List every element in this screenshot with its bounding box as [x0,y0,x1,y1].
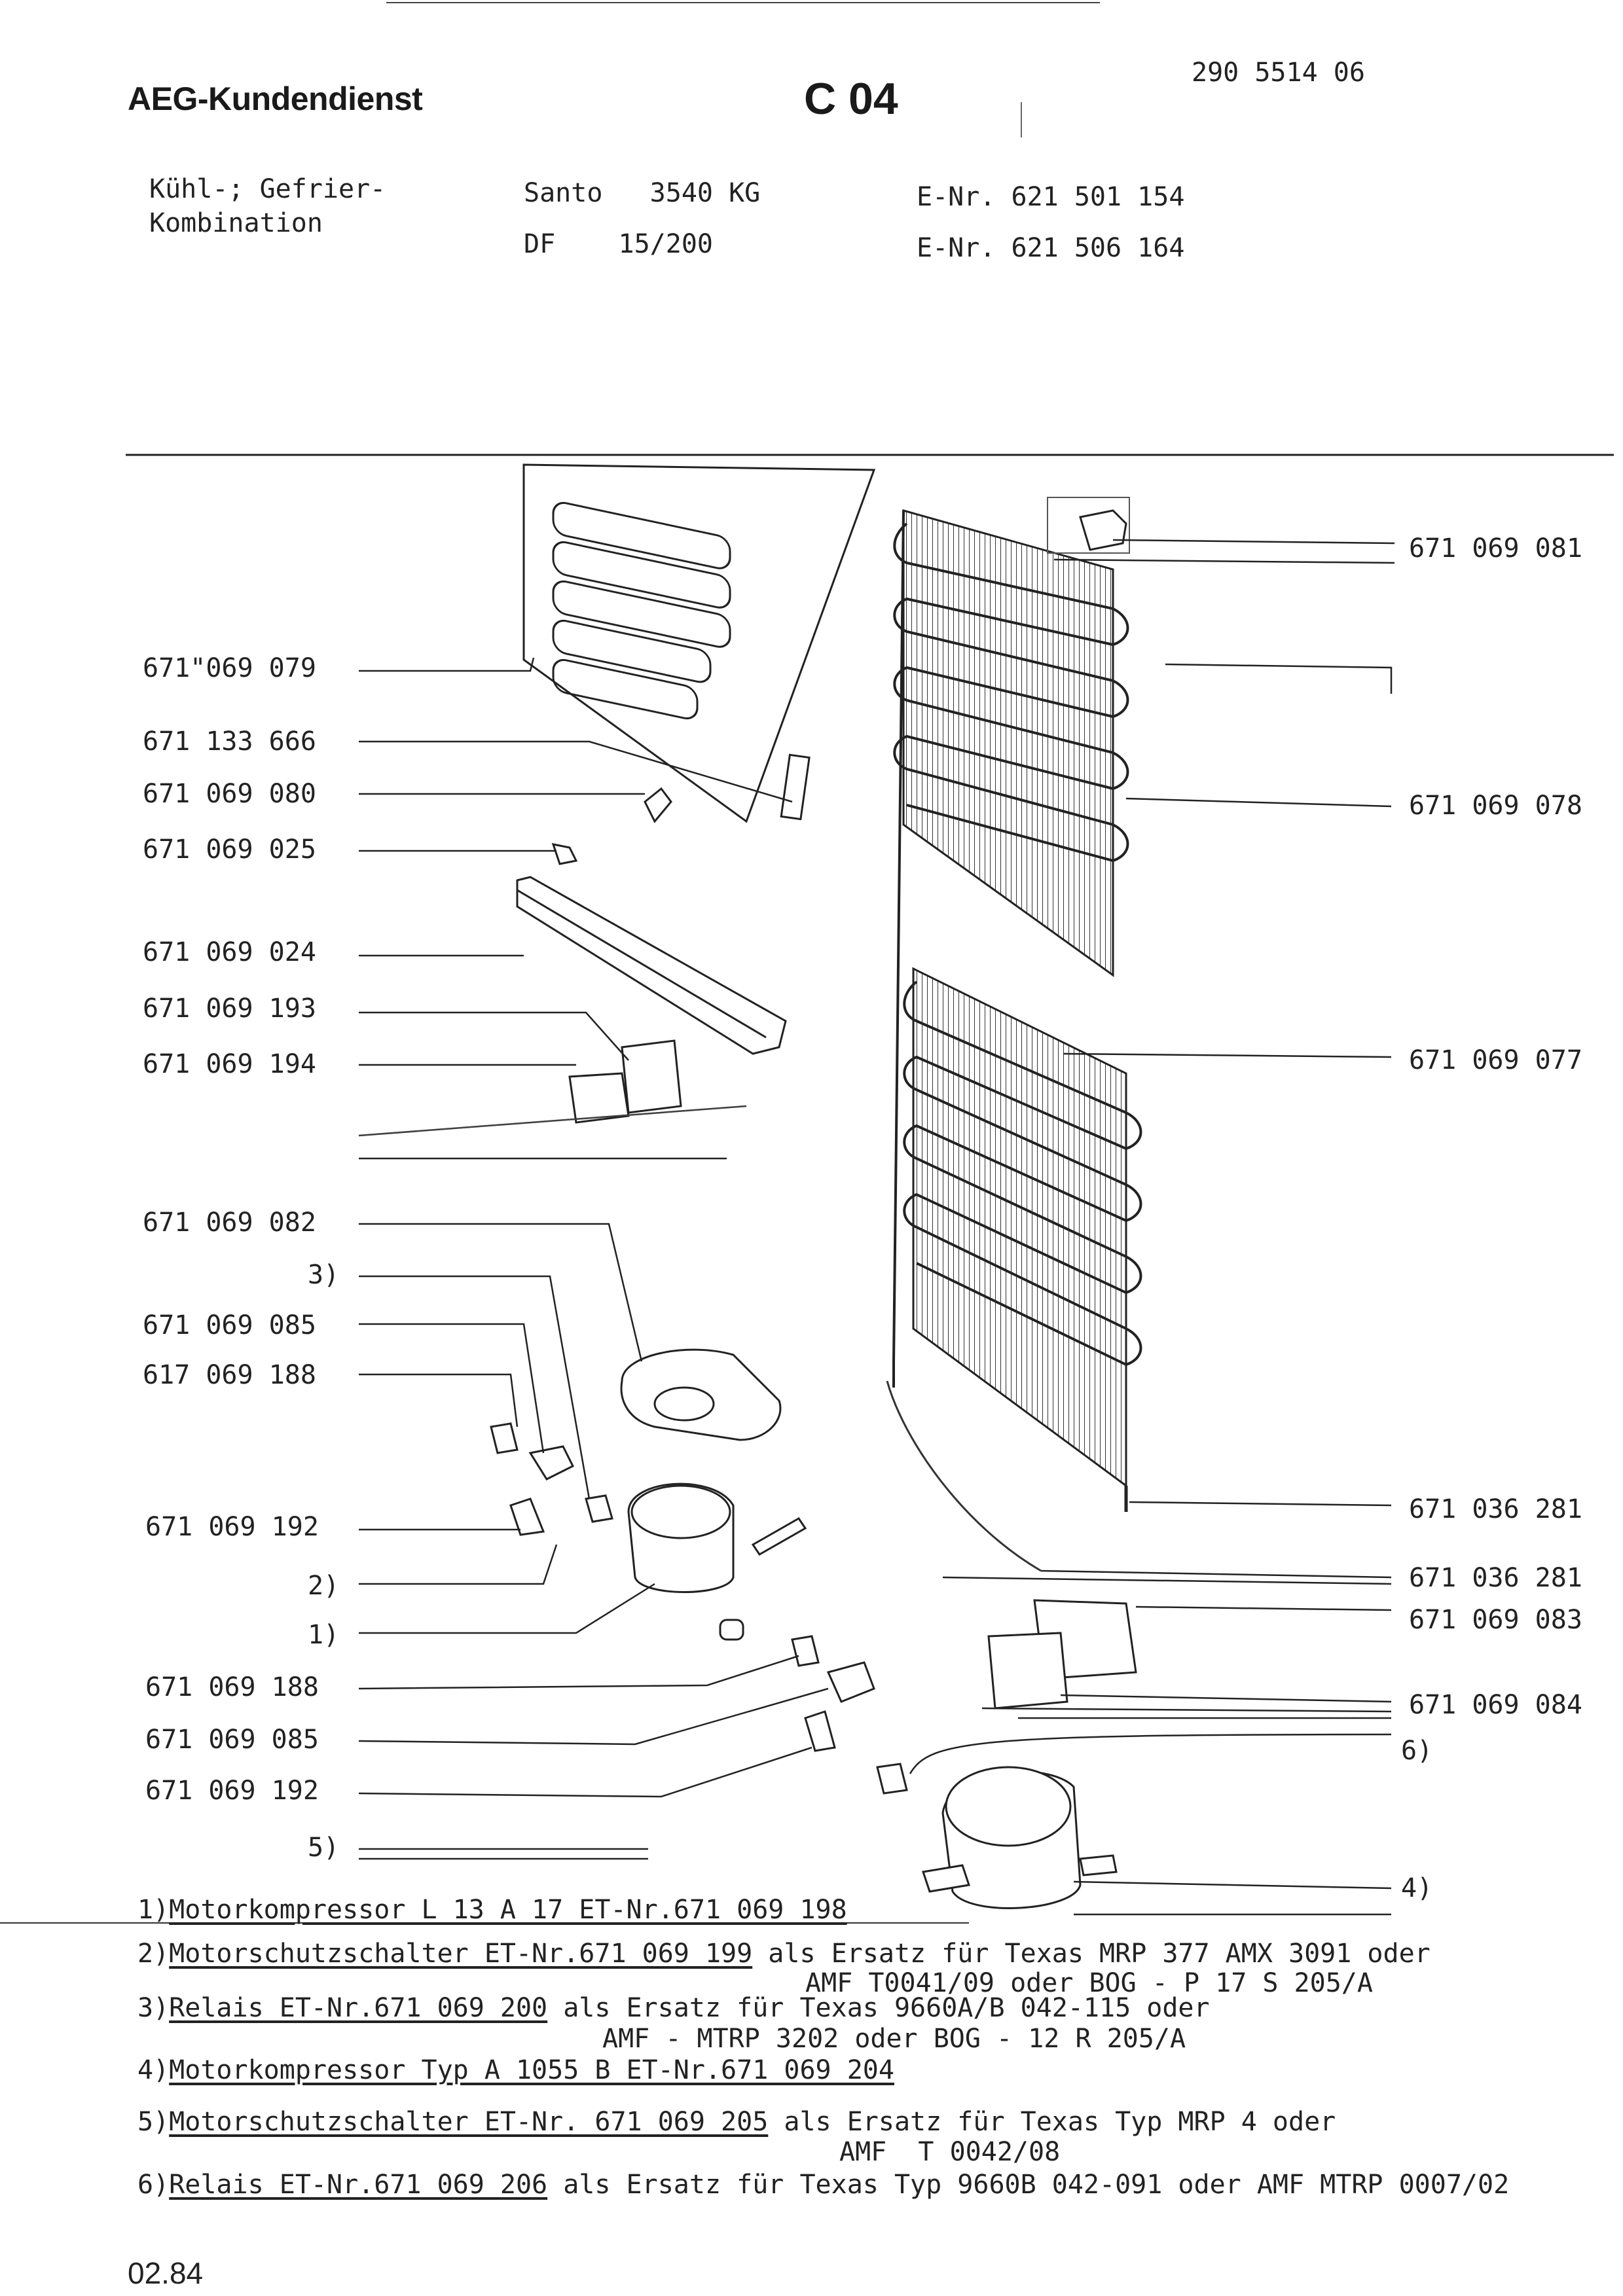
part-protector-a [509,1498,545,1536]
enr-line2: E-Nr. 621 506 164 [917,233,1185,263]
label-right-6: 671 069 084 [1409,1690,1582,1720]
label-right-2: 671 069 077 [1409,1045,1582,1075]
part-grommet-b [876,1763,908,1795]
label-right-5: 671 069 083 [1409,1605,1582,1635]
part-protector-b [804,1710,836,1752]
label-left-1: 671 133 666 [143,726,316,757]
label-left-13: 1) [308,1620,340,1650]
drip-tray [516,876,787,1055]
part-relay-a [528,1445,575,1480]
label-left-4: 671 069 024 [143,937,316,967]
condenser-coil-upper [893,509,1129,977]
compressor-2 [922,1766,1118,1909]
sheet-code: C 04 [804,74,898,124]
document-number: 290 5514 06 [1192,58,1365,88]
evaporator-plate [522,463,876,823]
label-left-15: 671 069 085 [145,1725,319,1755]
label-left-7: 671 069 082 [143,1208,316,1238]
label-left-0: 671"069 079 [143,653,316,683]
model-line1: Santo 3540 KG [524,178,761,208]
part-relay-clip-a [490,1422,519,1454]
product-type-line1: Kühl-; Gefrier- [149,174,386,204]
part-pin [551,843,578,865]
label-left-12: 2) [308,1571,340,1601]
note-3-continued: AMF - MTRP 3202 oder BOG - 12 R 205/A [602,2024,1186,2054]
leader-lines-right [909,539,1395,1916]
label-left-17: 5) [308,1833,340,1863]
label-right-7: 6) [1401,1736,1433,1766]
label-right-3: 671 036 281 [1409,1494,1582,1524]
part-relay-b [826,1661,875,1703]
part-cover [568,1072,630,1124]
part-bracket [621,1039,682,1114]
print-date: 02.84 [128,2256,204,2290]
part-bolt [644,787,672,823]
label-left-16: 671 069 192 [145,1776,319,1806]
label-right-4: 671 036 281 [1409,1563,1582,1593]
model-line2: DF 15/200 [524,229,713,259]
part-grommet-a [585,1494,613,1523]
label-right-0: 671 069 081 [1409,533,1582,564]
condenser-coil-lower [903,967,1142,1488]
label-left-11: 671 069 192 [145,1512,319,1542]
note-2: 2)Motorschutzschalter ET-Nr.671 069 199 … [137,1939,1431,1969]
compressor-1 [627,1482,807,1641]
label-left-6: 671 069 194 [143,1049,316,1079]
label-left-2: 671 069 080 [143,779,316,809]
part-clip-top [1047,497,1130,554]
label-left-5: 671 069 193 [143,994,316,1024]
label-left-10: 617 069 188 [143,1360,316,1390]
note-2-continued: AMF T0041/09 oder BOG - P 17 S 205/A [805,1968,1373,1998]
label-left-8: 3) [308,1260,340,1290]
part-relay-box [987,1599,1137,1710]
part-relay-clip-b [791,1635,820,1667]
note-5-continued: AMF T 0042/08 [839,2137,1061,2167]
brand-title: AEG-Kundendienst [128,81,423,117]
part-hinge-plate [780,753,811,821]
label-left-9: 671 069 085 [143,1310,316,1340]
label-left-14: 671 069 188 [145,1672,319,1702]
note-5: 5)Motorschutzschalter ET-Nr. 671 069 205… [137,2107,1336,2137]
label-right-1: 671 069 078 [1409,791,1582,821]
note-3: 3)Relais ET-Nr.671 069 200 als Ersatz fü… [137,1993,1210,2023]
note-6: 6)Relais ET-Nr.671 069 206 als Ersatz fü… [137,2170,1510,2200]
note-4: 4)Motorkompressor Typ A 1055 B ET-Nr.671… [137,2055,894,2085]
label-right-8: 4) [1401,1873,1433,1903]
product-type-line2: Kombination [149,208,323,238]
label-left-3: 671 069 025 [143,834,316,865]
note-1: 1)Motorkompressor L 13 A 17 ET-Nr.671 06… [137,1895,847,1925]
compressor-tray [620,1348,782,1441]
leader-lines-left [358,657,829,1860]
enr-line1: E-Nr. 621 501 154 [917,182,1185,212]
